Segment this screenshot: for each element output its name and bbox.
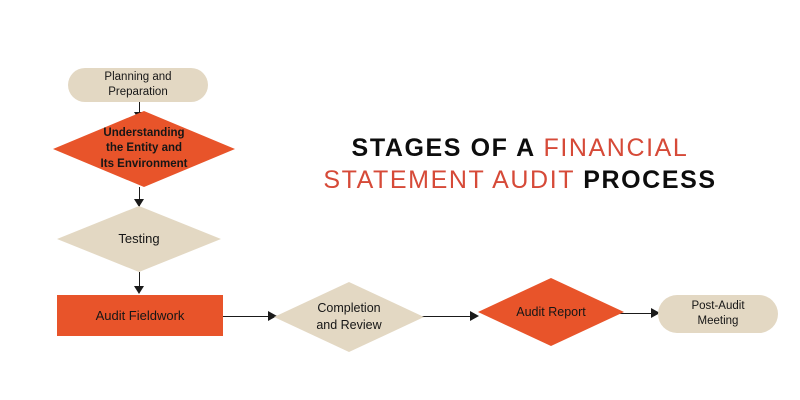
node-audit-fieldwork[interactable]: Audit Fieldwork bbox=[57, 295, 223, 336]
node-completion-line-2: and Review bbox=[316, 318, 382, 332]
page-title-line-2: STATEMENT AUDIT PROCESS bbox=[280, 164, 760, 196]
connector-planning-to-understanding bbox=[139, 102, 140, 116]
node-completion-line-1: Completion bbox=[317, 301, 381, 316]
arrowhead-completion-to-audit-report bbox=[470, 311, 479, 321]
node-understanding-line-1: Understanding bbox=[103, 126, 185, 139]
arrowhead-audit-report-to-post-audit-meeting bbox=[651, 308, 660, 318]
node-post-audit-line-2: Meeting bbox=[697, 315, 739, 327]
arrowhead-audit-fieldwork-to-completion bbox=[268, 311, 277, 321]
node-audit-report-label: Audit Report bbox=[516, 304, 586, 319]
page-title-segment-stages-of-a: STAGES OF A bbox=[351, 134, 544, 162]
connector-understanding-to-testing bbox=[139, 187, 140, 207]
node-audit-fieldwork-label: Audit Fieldwork bbox=[95, 307, 185, 323]
node-completion-and-review[interactable]: Completion and Review bbox=[274, 282, 424, 352]
node-understanding-line-2: the Entity and bbox=[105, 142, 183, 155]
page-title-segment-financial: FINANCIAL bbox=[543, 134, 689, 162]
page-title: STAGES OF A FINANCIAL STATEMENT AUDIT PR… bbox=[280, 132, 760, 196]
connector-audit-report-to-post-audit-meeting bbox=[610, 313, 657, 314]
connector-completion-to-audit-report bbox=[422, 316, 476, 317]
connector-testing-to-audit-fieldwork bbox=[139, 272, 140, 288]
node-planning-line-1: Planning and bbox=[104, 70, 172, 83]
arrowhead-testing-to-audit-fieldwork bbox=[134, 286, 144, 294]
node-testing[interactable]: Testing bbox=[57, 206, 221, 272]
node-post-audit-line-1: Post-Audit bbox=[691, 299, 745, 312]
node-planning-line-2: Preparation bbox=[108, 86, 168, 98]
arrowhead-understanding-to-testing bbox=[134, 199, 144, 207]
node-understanding-line-3: Its Environment bbox=[100, 157, 188, 170]
page-title-segment-process: PROCESS bbox=[583, 166, 717, 194]
connector-audit-fieldwork-to-completion bbox=[223, 316, 271, 317]
node-completion-label: Completion and Review bbox=[312, 300, 385, 334]
page-title-segment-statement-audit: STATEMENT AUDIT bbox=[323, 166, 584, 194]
node-testing-label: Testing bbox=[118, 231, 160, 247]
page-title-line-1: STAGES OF A FINANCIAL bbox=[280, 132, 760, 164]
node-audit-report[interactable]: Audit Report bbox=[478, 278, 624, 346]
